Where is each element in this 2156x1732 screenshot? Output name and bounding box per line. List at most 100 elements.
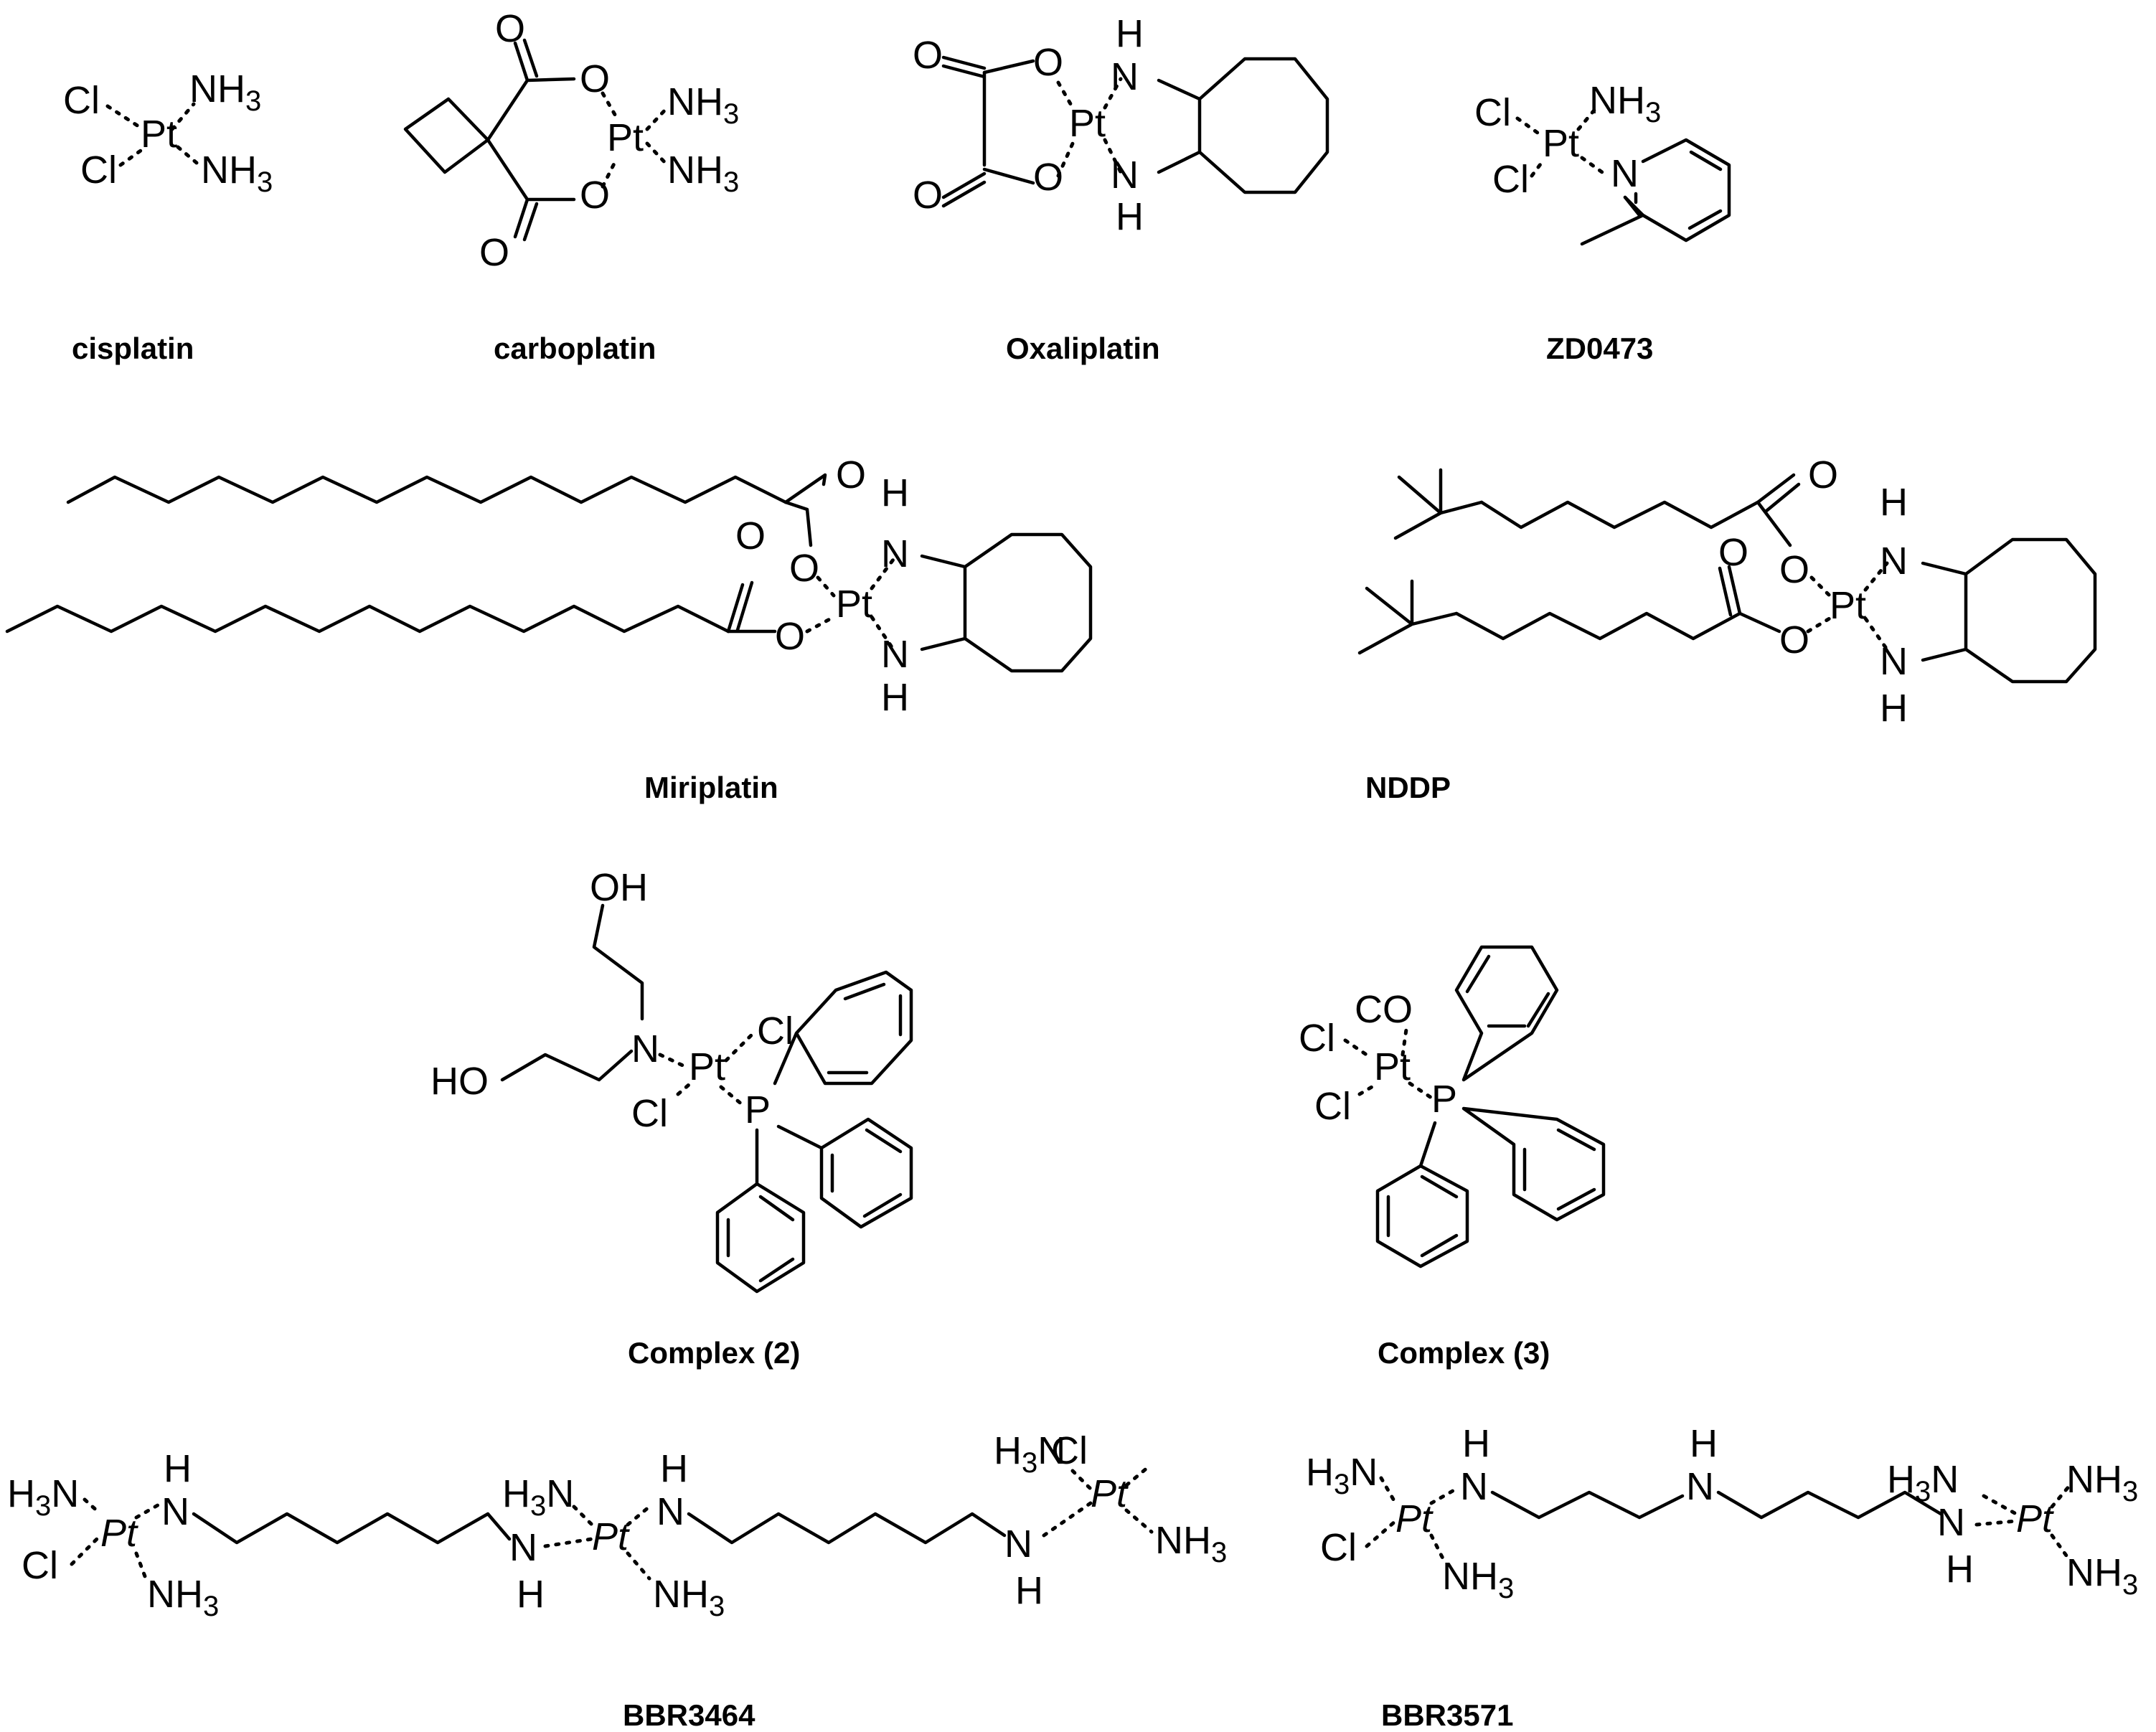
atom-o: O xyxy=(479,231,509,274)
atom-h: H xyxy=(1116,12,1144,55)
structure-bbr3571: H3N Pt Cl NH3 H N H N H3N N H Pt NH3 NH3 xyxy=(1306,1422,2138,1604)
atom-h: H xyxy=(881,471,909,514)
atom-h3n: H3N xyxy=(502,1472,574,1522)
atom-pt: Pt xyxy=(1069,102,1106,145)
structure-carboplatin: O O O O Pt NH3 NH3 xyxy=(403,7,739,274)
atom-o: O xyxy=(789,547,819,590)
atom-n: N xyxy=(161,1490,189,1533)
atom-o: O xyxy=(1779,548,1809,591)
atom-nh3: NH3 xyxy=(2066,1458,2138,1507)
atom-o: O xyxy=(1808,453,1838,496)
atom-pt: Pt xyxy=(1374,1045,1411,1088)
atom-h: H xyxy=(1015,1569,1043,1612)
atom-o: O xyxy=(1779,618,1809,662)
atom-p: P xyxy=(1431,1078,1457,1121)
atom-cl: Cl xyxy=(1299,1017,1335,1060)
atom-n: N xyxy=(1460,1465,1488,1508)
atom-n: N xyxy=(656,1490,684,1533)
atom-cl: Cl xyxy=(1474,91,1511,134)
atom-nh3: NH3 xyxy=(2066,1551,2138,1601)
structure-nddp: O O O O Pt H N N H xyxy=(1357,453,2097,730)
atom-o: O xyxy=(913,174,943,217)
atom-o: O xyxy=(735,514,766,557)
atom-pt: Pt xyxy=(836,583,872,626)
atom-pt: Pt xyxy=(592,1515,630,1558)
atom-nh3: NH3 xyxy=(1589,79,1661,128)
structure-complex-2: OH N HO Pt Cl Cl P xyxy=(430,866,913,1294)
atom-n: N xyxy=(1611,152,1639,195)
atom-p: P xyxy=(745,1088,771,1131)
structure-zd0473: Cl NH3 Pt Cl N xyxy=(1474,79,1731,246)
atom-h3n: H3N xyxy=(994,1429,1065,1479)
compound-label: Complex (3) xyxy=(1378,1336,1550,1370)
atom-nh: N xyxy=(1880,540,1908,583)
atom-n: N xyxy=(1686,1465,1714,1508)
atom-h: H xyxy=(164,1447,192,1490)
atom-ho: HO xyxy=(430,1060,489,1103)
atom-nh: N xyxy=(881,532,909,575)
atom-cl: Cl xyxy=(1320,1526,1357,1569)
atom-cl: Cl xyxy=(631,1092,668,1135)
atom-pt: Pt xyxy=(141,113,177,156)
atom-h: H xyxy=(517,1573,545,1616)
atom-h: H xyxy=(1880,481,1908,524)
atom-h: H xyxy=(660,1447,688,1490)
atom-h: H xyxy=(1116,195,1144,238)
atom-nh: N xyxy=(1937,1501,1965,1544)
compound-label: BBR3571 xyxy=(1381,1698,1513,1732)
atom-pt: Pt xyxy=(100,1512,138,1555)
atom-h: H xyxy=(1690,1422,1718,1465)
atom-nh3: NH3 xyxy=(201,149,273,198)
compound-label: Complex (2) xyxy=(628,1336,800,1370)
structure-bbr3464: H3N Pt Cl NH3 H N H3N N H Pt NH3 H N H3N… xyxy=(7,1429,1227,1622)
atom-cl: Cl xyxy=(1314,1085,1351,1128)
structure-cisplatin: Cl NH3 Pt Cl NH3 xyxy=(63,67,273,198)
atom-nh: N xyxy=(1111,154,1139,197)
atom-n: N xyxy=(631,1027,659,1070)
structure-miriplatin: O O O O Pt H N N H xyxy=(5,453,1093,719)
atom-h: H xyxy=(881,676,909,719)
atom-o: O xyxy=(775,615,805,658)
atom-h: H xyxy=(1462,1422,1490,1465)
atom-h3n: H3N xyxy=(7,1472,79,1522)
structure-oxaliplatin: O O O O Pt H N N H xyxy=(913,12,1329,238)
atom-nh: N xyxy=(1880,640,1908,683)
atom-cl: Cl xyxy=(757,1009,794,1053)
atom-o: O xyxy=(1718,531,1748,574)
atom-nh3: NH3 xyxy=(1442,1555,1514,1604)
compound-label: cisplatin xyxy=(72,331,194,365)
atom-nh3: NH3 xyxy=(667,80,739,130)
atom-nh3: NH3 xyxy=(653,1573,725,1622)
atom-cl: Cl xyxy=(80,149,117,192)
atom-pt: Pt xyxy=(2016,1497,2054,1540)
compound-label: BBR3464 xyxy=(623,1698,755,1732)
atom-o: O xyxy=(913,34,943,77)
atom-pt: Pt xyxy=(1543,122,1579,165)
atom-oh: OH xyxy=(590,866,648,909)
atom-h: H xyxy=(1946,1548,1974,1591)
atom-cl: Cl xyxy=(63,79,100,122)
atom-nh3: NH3 xyxy=(1155,1519,1227,1568)
atom-pt: Pt xyxy=(1830,584,1866,627)
atom-o: O xyxy=(580,57,610,100)
atom-cl: Cl xyxy=(1051,1429,1088,1472)
compound-label: Oxaliplatin xyxy=(1006,331,1160,365)
compound-label: carboplatin xyxy=(494,331,656,365)
atom-nh3: NH3 xyxy=(189,67,261,117)
structure-complex-3: Cl CO Pt Cl P xyxy=(1299,945,1606,1269)
atom-pt: Pt xyxy=(689,1045,725,1088)
atom-h3n: H3N xyxy=(1887,1458,1959,1507)
compound-label: Miriplatin xyxy=(644,771,778,804)
atom-nh3: NH3 xyxy=(147,1573,219,1622)
atom-nh: N xyxy=(881,633,909,676)
atom-cl: Cl xyxy=(1492,158,1529,201)
compound-label: ZD0473 xyxy=(1546,331,1653,365)
atom-nh: N xyxy=(1004,1522,1032,1566)
atom-pt: Pt xyxy=(607,116,644,159)
atom-h3n: H3N xyxy=(1306,1451,1378,1500)
atom-o: O xyxy=(1033,41,1063,84)
atom-nh: N xyxy=(1111,55,1139,98)
atom-o: O xyxy=(495,7,525,50)
